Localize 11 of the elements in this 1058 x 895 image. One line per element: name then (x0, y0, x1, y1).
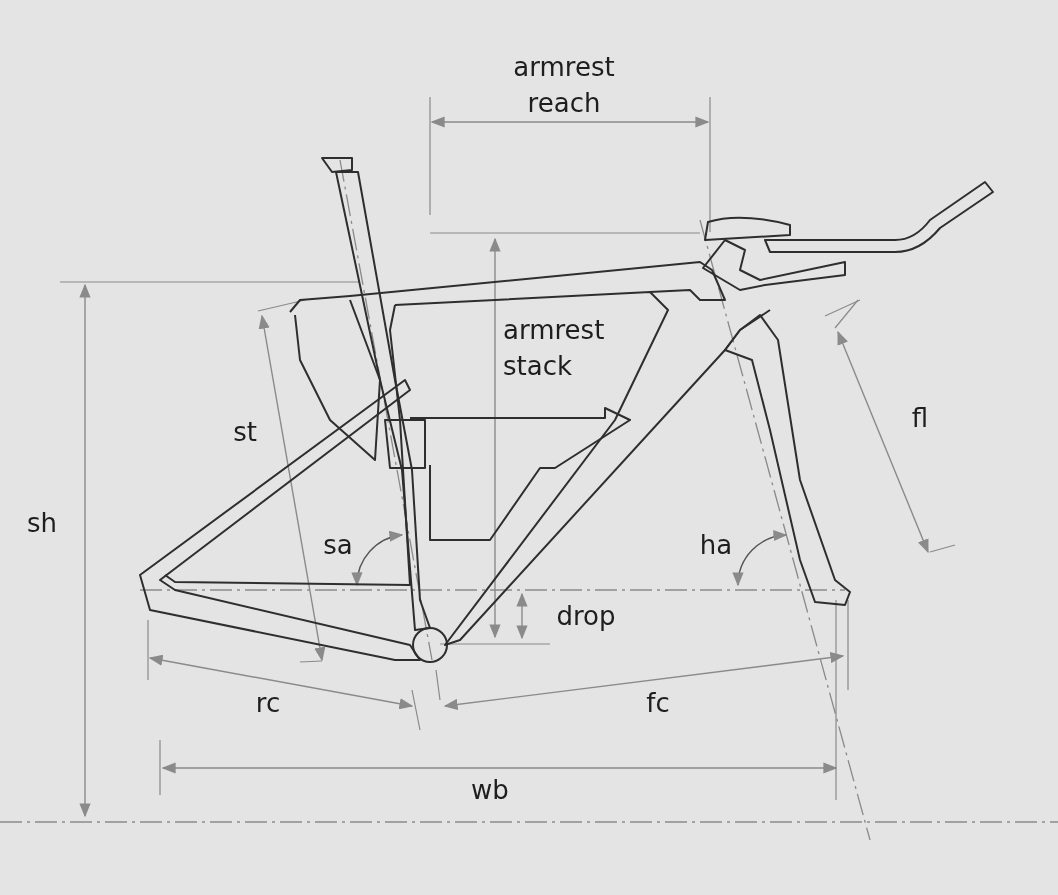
dimension-label: sa (322, 528, 354, 562)
dimension-label: sh (26, 506, 58, 540)
dimension-label: drop (555, 599, 617, 633)
dimension-label: st (232, 415, 258, 449)
dimension-label: fc (645, 686, 671, 720)
dimension-label: ha (698, 528, 734, 562)
dimension-label: rc (254, 686, 282, 720)
dimension-label: wb (470, 773, 510, 807)
dimension-label: armrest stack (503, 313, 606, 383)
dimension-label: armrest reach (512, 50, 616, 120)
dimension-label: fl (910, 401, 930, 435)
